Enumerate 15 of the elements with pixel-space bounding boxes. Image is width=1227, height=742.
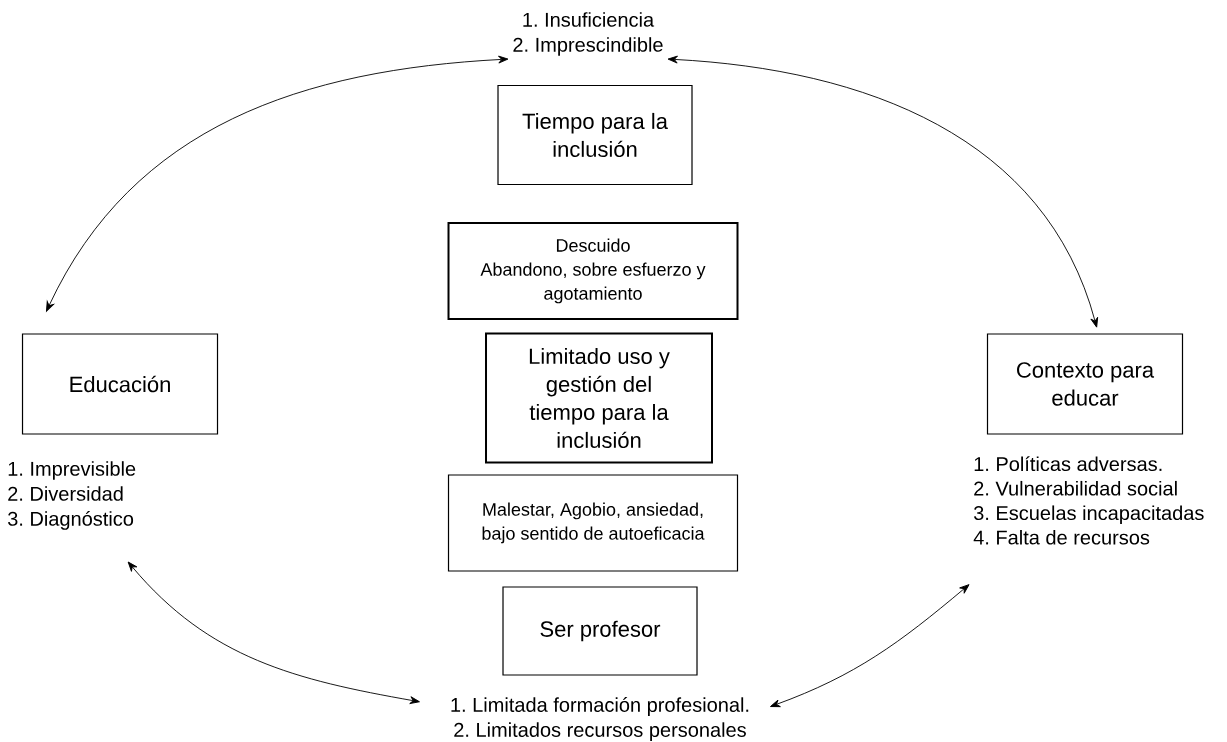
text-box: Descuido Abandono, sobre esfuerzo y agotamiento <box>447 222 739 320</box>
numbered-list: 1. Políticas adversas. 2. Vulnerabilidad social 3. Escuelas incapacitadas 4. Falta de recursos <box>973 456 1204 545</box>
text-list: 1. Limitada formación profesional. 2. Limitados recursos personales <box>451 697 749 741</box>
double-arrow <box>127 561 420 705</box>
text-box: Limitado uso y gestión del tiempo para la inclusión <box>485 332 713 464</box>
double-arrow <box>46 55 509 312</box>
text-box: Educación <box>21 333 219 435</box>
text-list: 1. Insuficiencia 2. Imprescindible <box>513 12 663 56</box>
text-box: Tiempo para la inclusión <box>497 84 693 186</box>
double-arrow <box>770 584 970 708</box>
double-arrow <box>667 55 1099 328</box>
text-box: Malestar, Agobio, ansiedad, bajo sentido de autoeficacia <box>447 474 739 572</box>
text-box: Contexto para educar <box>986 333 1184 435</box>
text-box: Ser profesor <box>502 586 698 676</box>
numbered-list: 1. Imprevisible 2. Diversidad 3. Diagnóstico <box>8 461 136 530</box>
